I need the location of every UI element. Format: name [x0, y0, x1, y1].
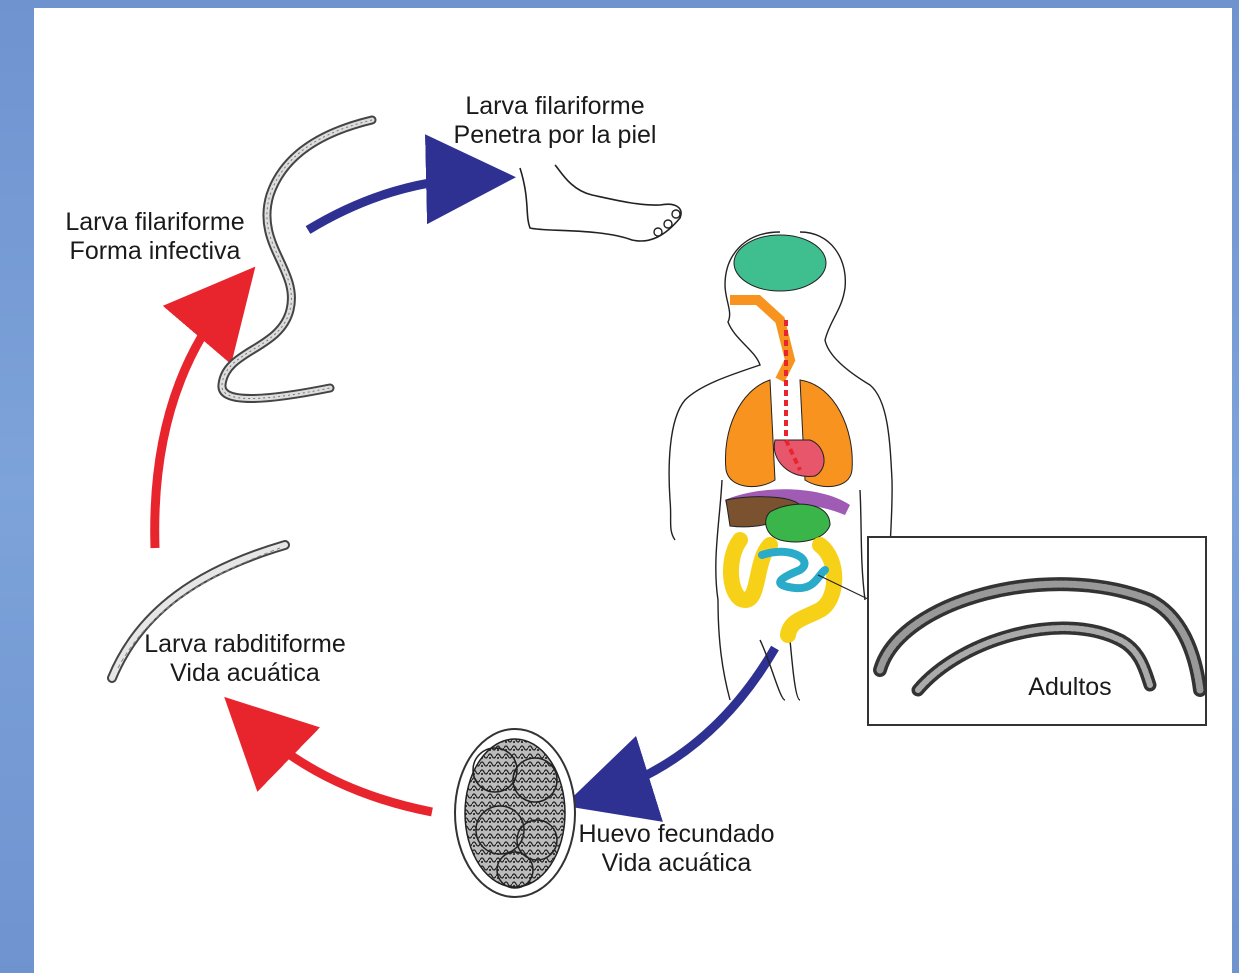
label-infective-line2: Forma infectiva	[60, 237, 250, 266]
arrow-to-rhabditiform	[250, 722, 432, 812]
label-infective-line1: Larva filariforme	[60, 208, 250, 237]
label-rhabditiform-line1: Larva rabditiforme	[140, 630, 350, 659]
label-foot-line2: Penetra por la piel	[445, 121, 665, 150]
label-rhabditiform-larva: Larva rabditiforme Vida acuática	[140, 630, 350, 688]
arrow-to-infective	[155, 294, 232, 548]
brain-shape	[734, 235, 826, 291]
label-rhabditiform-line2: Vida acuática	[140, 659, 350, 688]
label-larva-penetrates-skin: Larva filariforme Penetra por la piel	[445, 92, 665, 150]
label-adults: Adultos	[1020, 673, 1120, 702]
label-egg-line2: Vida acuática	[574, 849, 779, 878]
foot-illustration	[520, 165, 681, 241]
left-lung	[725, 380, 775, 487]
label-fertilized-egg: Huevo fecundado Vida acuática	[574, 820, 779, 878]
label-egg-line1: Huevo fecundado	[574, 820, 779, 849]
arrow-to-egg	[598, 648, 775, 795]
stomach-shape	[766, 504, 830, 542]
heart-shape	[774, 440, 824, 477]
arrow-to-foot	[308, 178, 480, 230]
human-body-illustration	[669, 232, 892, 700]
label-infective-larva: Larva filariforme Forma infectiva	[60, 208, 250, 266]
label-foot-line1: Larva filariforme	[445, 92, 665, 121]
egg-illustration	[455, 729, 575, 897]
